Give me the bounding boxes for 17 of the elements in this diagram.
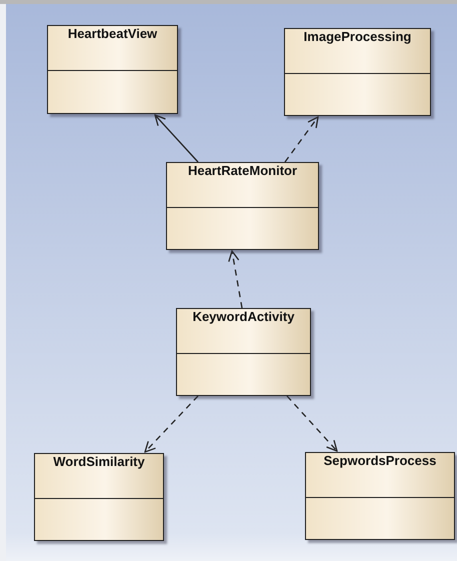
dependency-arrow: [144, 396, 198, 453]
class-box: [284, 28, 431, 116]
class-name: ImageProcessing: [285, 29, 430, 74]
class-box: [305, 452, 455, 540]
dependency-arrow: [284, 116, 319, 162]
class-box: [166, 162, 319, 250]
class-box: [34, 453, 164, 541]
class-name: WordSimilarity: [35, 454, 163, 499]
class-box: [47, 25, 178, 114]
class-name: KeywordActivity: [177, 309, 310, 354]
association-arrow: [154, 114, 198, 162]
class-name: HeartRateMonitor: [167, 163, 318, 208]
dependency-arrow: [228, 250, 243, 308]
dependency-arrow: [286, 396, 338, 452]
class-box: [176, 308, 311, 396]
class-name: SepwordsProcess: [306, 453, 454, 498]
class-name: HeartbeatView: [48, 26, 177, 71]
